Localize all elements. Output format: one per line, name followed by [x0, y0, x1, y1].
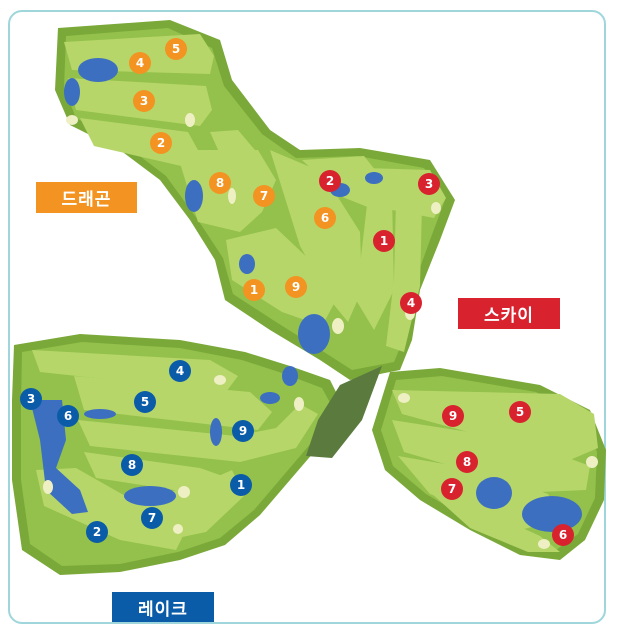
sky-hole-6[interactable]: 6 — [552, 524, 574, 546]
sky-course-label[interactable]: 스카이 — [458, 298, 560, 329]
lake-hole-9[interactable]: 9 — [232, 420, 254, 442]
sky-hole-5[interactable]: 5 — [509, 401, 531, 423]
svg-text:1: 1 — [250, 283, 258, 297]
svg-text:7: 7 — [148, 511, 156, 525]
lake-hole-2[interactable]: 2 — [86, 521, 108, 543]
svg-text:2: 2 — [93, 525, 101, 539]
svg-text:1: 1 — [237, 478, 245, 492]
svg-text:8: 8 — [463, 455, 471, 469]
svg-text:7: 7 — [448, 482, 456, 496]
lake-holes: 4 3 6 5 9 8 1 7 2 — [20, 360, 254, 543]
sky-hole-8[interactable]: 8 — [456, 451, 478, 473]
svg-text:2: 2 — [326, 174, 334, 188]
water-hazards — [30, 58, 582, 532]
sky-hole-7[interactable]: 7 — [441, 478, 463, 500]
svg-text:9: 9 — [239, 424, 247, 438]
svg-text:5: 5 — [141, 395, 149, 409]
sky-holes: 2 3 1 4 9 5 8 7 6 — [319, 170, 574, 546]
sky-hole-3[interactable]: 3 — [418, 173, 440, 195]
dragon-hole-5[interactable]: 5 — [165, 38, 187, 60]
dragon-hole-8[interactable]: 8 — [209, 172, 231, 194]
lake-hole-3[interactable]: 3 — [20, 388, 42, 410]
lake-course-label[interactable]: 레이크 — [112, 592, 214, 622]
svg-text:8: 8 — [216, 176, 224, 190]
dragon-hole-4[interactable]: 4 — [129, 52, 151, 74]
lake-hole-7[interactable]: 7 — [141, 507, 163, 529]
svg-text:6: 6 — [64, 409, 72, 423]
sky-hole-9[interactable]: 9 — [442, 405, 464, 427]
dragon-holes: 5 4 3 2 8 7 6 1 9 — [129, 38, 336, 301]
svg-text:5: 5 — [172, 42, 180, 56]
dragon-hole-7[interactable]: 7 — [253, 185, 275, 207]
lake-hole-6[interactable]: 6 — [57, 405, 79, 427]
clubhouse-area[interactable] — [306, 366, 382, 458]
lake-hole-8[interactable]: 8 — [121, 454, 143, 476]
svg-text:4: 4 — [407, 296, 415, 310]
svg-text:4: 4 — [176, 364, 184, 378]
svg-text:5: 5 — [516, 405, 524, 419]
svg-text:7: 7 — [260, 189, 268, 203]
dragon-hole-3[interactable]: 3 — [133, 90, 155, 112]
svg-text:9: 9 — [449, 409, 457, 423]
svg-text:6: 6 — [321, 211, 329, 225]
dragon-hole-9[interactable]: 9 — [285, 276, 307, 298]
dragon-course-label[interactable]: 드래곤 — [36, 182, 137, 213]
svg-text:1: 1 — [380, 234, 388, 248]
svg-text:9: 9 — [292, 280, 300, 294]
svg-text:8: 8 — [128, 458, 136, 472]
svg-text:3: 3 — [27, 392, 35, 406]
lake-hole-1[interactable]: 1 — [230, 474, 252, 496]
dragon-hole-1[interactable]: 1 — [243, 279, 265, 301]
lake-hole-5[interactable]: 5 — [134, 391, 156, 413]
svg-text:6: 6 — [559, 528, 567, 542]
sky-hole-2[interactable]: 2 — [319, 170, 341, 192]
svg-text:3: 3 — [140, 94, 148, 108]
lake-hole-4[interactable]: 4 — [169, 360, 191, 382]
sky-hole-1[interactable]: 1 — [373, 230, 395, 252]
svg-text:2: 2 — [157, 136, 165, 150]
sky-hole-4[interactable]: 4 — [400, 292, 422, 314]
dragon-hole-2[interactable]: 2 — [150, 132, 172, 154]
svg-text:3: 3 — [425, 177, 433, 191]
sky-fairways — [392, 390, 598, 552]
svg-text:4: 4 — [136, 56, 144, 70]
dragon-hole-6[interactable]: 6 — [314, 207, 336, 229]
